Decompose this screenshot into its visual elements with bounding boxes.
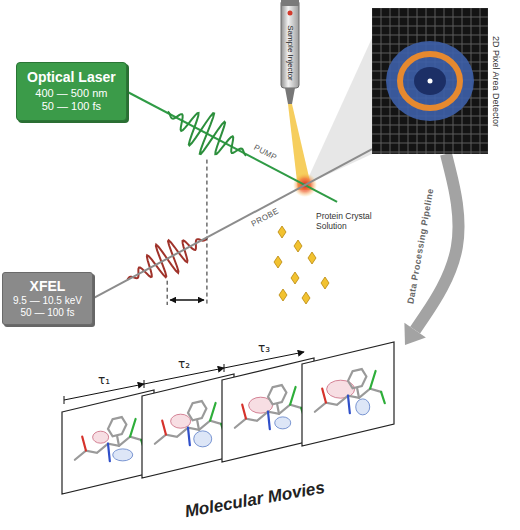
crystal <box>302 292 310 304</box>
delay-arrow <box>170 299 204 301</box>
movie-frame <box>302 342 394 446</box>
source-spec: 50 — 100 fs <box>27 100 116 114</box>
crystal <box>291 272 299 284</box>
beam-stop <box>428 79 433 84</box>
delay-label: τ₁ <box>98 374 110 388</box>
crystal <box>308 252 316 264</box>
crystal <box>274 256 282 268</box>
source-spec: 50 — 100 fs <box>13 307 82 319</box>
crystal <box>294 240 302 252</box>
injector-cap <box>281 0 299 6</box>
molecule-model <box>75 417 145 461</box>
diffraction-core <box>414 67 446 95</box>
diffraction-ring <box>400 54 460 108</box>
crystal <box>279 289 287 301</box>
frame-border <box>302 342 394 446</box>
device-label: Sample Injector <box>286 25 294 81</box>
density-blob <box>356 399 370 415</box>
delay-label: τ₂ <box>178 358 190 372</box>
source-spec: 400 — 500 nm <box>27 87 116 101</box>
molecule-model <box>315 369 385 413</box>
crystal <box>321 277 329 289</box>
pump-pulse <box>168 112 247 156</box>
source-spec: 9.5 — 10.5 keV <box>13 295 82 307</box>
crystal <box>278 226 286 238</box>
injector-nozzle <box>285 88 295 104</box>
optical-laser-box: Optical Laser400 — 500 nm50 — 100 fs <box>16 62 127 121</box>
injector-light <box>288 11 293 16</box>
xfel-box: XFEL9.5 — 10.5 keV50 — 100 fs <box>2 272 93 325</box>
density-blob <box>113 449 133 461</box>
beam-label: PUMP <box>252 143 278 163</box>
density-blob <box>171 414 191 428</box>
molecular-movies-panel: Molecular Movies <box>55 338 405 524</box>
frame-border <box>62 390 154 494</box>
detector-panel <box>372 8 488 154</box>
frame-border <box>222 358 314 462</box>
delay-guide <box>167 281 168 305</box>
device-label: 2D Pixel Area Detector <box>492 35 501 126</box>
molecule-model <box>235 385 305 429</box>
panel-title: Molecular Movies <box>183 478 326 523</box>
protein-crystals <box>274 226 329 304</box>
edge-label: Data Processing Pipeline <box>405 187 436 304</box>
sample-label: Protein Crystal Solution <box>316 212 392 232</box>
delay-label: τ₃ <box>258 342 270 356</box>
movie-frame <box>62 390 154 494</box>
delay-guide <box>206 160 207 305</box>
movie-frame <box>222 358 314 462</box>
arrow-head <box>404 323 425 345</box>
density-blob <box>93 431 109 443</box>
source-spec: Optical Laser <box>27 69 116 87</box>
source-spec: XFEL <box>13 278 82 295</box>
density-blob <box>194 431 212 447</box>
injector-cylinder <box>281 0 299 88</box>
area-detector: 2D Pixel Area Detector <box>372 8 504 154</box>
pixel-grid <box>372 8 488 154</box>
density-blob <box>275 417 291 429</box>
sample-injector: Sample Injector <box>279 0 301 106</box>
scatter-cone <box>305 38 372 185</box>
movie-frame <box>142 374 234 478</box>
frame-border <box>142 374 234 478</box>
diffraction-pattern <box>386 41 474 121</box>
edge-label: PROBE <box>250 207 281 229</box>
detector-frame <box>372 8 488 154</box>
molecule-model <box>155 401 225 445</box>
